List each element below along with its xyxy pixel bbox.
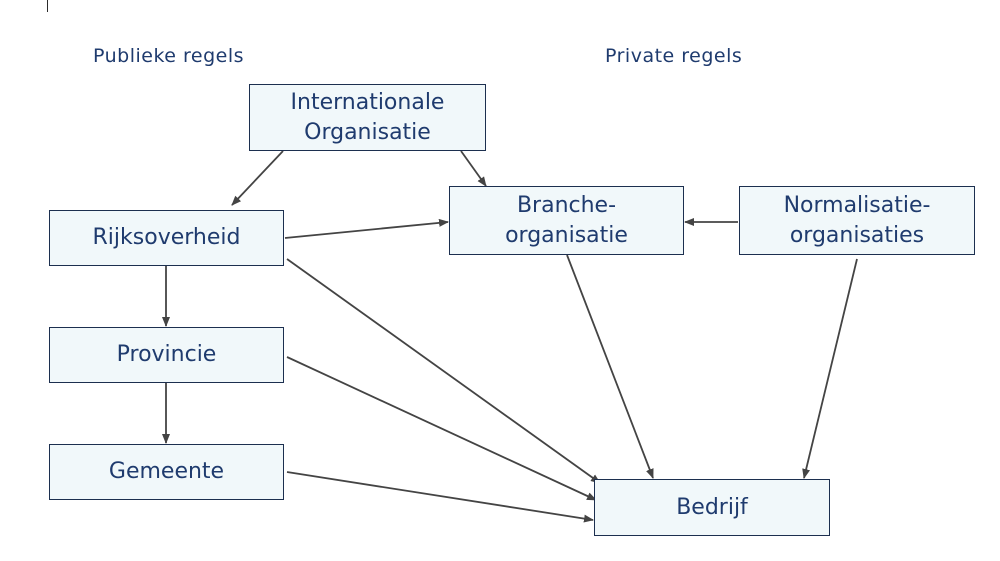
node-internationale-organisatie: Internationale Organisatie — [249, 84, 486, 151]
node-bedrijf: Bedrijf — [594, 479, 830, 536]
arrow-provincie-to-bedrijf — [286, 356, 597, 501]
node-label: Gemeente — [108, 459, 225, 484]
heading-public-rules: Publieke regels — [93, 45, 245, 67]
node-provincie: Provincie — [49, 327, 284, 383]
node-branche-organisatie: Branche- organisatie — [449, 186, 684, 255]
node-rijksoverheid: Rijksoverheid — [49, 210, 284, 266]
arrow-international-to-rijksoverheid — [231, 150, 284, 206]
arrow-branche-to-bedrijf — [566, 254, 654, 479]
node-label-line2: organisaties — [789, 222, 925, 248]
node-gemeente: Gemeente — [49, 444, 284, 500]
edge-tick — [47, 0, 48, 12]
node-label: Bedrijf — [676, 494, 748, 520]
node-label: Provincie — [116, 342, 217, 367]
arrow-gemeente-to-bedrijf — [286, 471, 594, 523]
node-normalisatie-organisaties: Normalisatie- organisaties — [739, 186, 975, 255]
node-label-line1: Branche- — [516, 192, 617, 218]
arrow-normalisatie-to-bedrijf — [802, 258, 858, 479]
arrow-rijksoverheid-to-bedrijf — [286, 258, 601, 484]
node-label-line1: Internationale — [290, 89, 445, 115]
arrow-international-to-branche — [460, 150, 487, 187]
arrow-rijksoverheid-to-branche — [284, 218, 449, 239]
node-label-line2: Organisatie — [304, 119, 431, 145]
heading-private-rules: Private regels — [605, 45, 743, 67]
node-label-line1: Normalisatie- — [783, 192, 931, 218]
node-label-line2: organisatie — [505, 222, 628, 248]
node-label: Rijksoverheid — [92, 225, 241, 250]
